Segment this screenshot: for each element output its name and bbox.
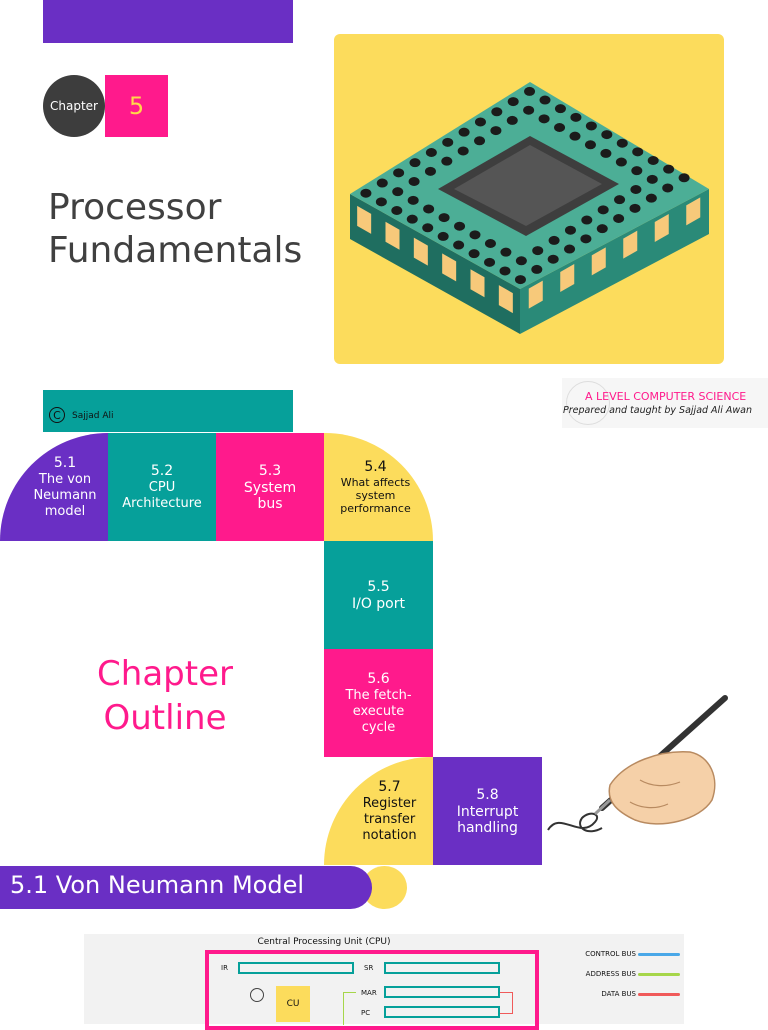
bus-label-data: DATA BUS <box>601 990 636 998</box>
register-label-ir: IR <box>221 964 228 972</box>
outline-item-line: handling <box>457 819 518 836</box>
outline-item-line: notation <box>362 827 417 843</box>
outline-item-5-4[interactable]: 5.4 What affects system performance <box>324 433 433 541</box>
register-ir <box>238 962 354 974</box>
outline-item-5-7[interactable]: 5.7 Register transfer notation <box>324 757 433 865</box>
bus-line-data <box>638 993 680 996</box>
outline-item-number: 5.3 <box>258 462 282 479</box>
logo-ring-icon <box>566 381 610 425</box>
register-label-mar: MAR <box>361 989 377 997</box>
copyright-text: Sajjad Ali <box>72 411 114 421</box>
processor-chip-icon <box>350 82 709 334</box>
outline-item-number: 5.5 <box>367 578 390 595</box>
outline-item-line: The von <box>38 471 92 487</box>
chapter-title: Processor Fundamentals <box>48 186 302 272</box>
outline-item-5-6[interactable]: 5.6 The fetch- execute cycle <box>324 649 433 757</box>
outline-item-number: 5.2 <box>150 462 174 479</box>
clock-icon <box>250 988 264 1002</box>
register-label-pc: PC <box>361 1009 371 1017</box>
outline-item-number: 5.8 <box>476 786 499 803</box>
outline-item-number: 5.4 <box>364 459 387 475</box>
bus-line-control <box>638 953 680 956</box>
outline-item-line: model <box>44 503 86 519</box>
top-accent-bar <box>43 0 293 43</box>
copyright-icon: C <box>49 407 65 423</box>
bus-line-address <box>638 973 680 976</box>
outline-item-line: Neumann <box>33 487 97 503</box>
outline-item-line: Architecture <box>122 495 202 511</box>
mar-pc-connector <box>500 992 513 1014</box>
register-pc <box>384 1006 500 1018</box>
outline-item-5-1[interactable]: 5.1 The von Neumann model <box>0 433 108 541</box>
outline-item-line: system <box>355 489 396 502</box>
outline-item-line: Register <box>362 795 417 811</box>
outline-item-line: bus <box>257 495 283 512</box>
bus-label-address: ADDRESS BUS <box>585 970 636 978</box>
outline-item-5-5[interactable]: 5.5 I/O port <box>324 541 433 649</box>
outline-heading-line2: Outline <box>103 698 227 738</box>
chapter-label-badge: Chapter <box>43 75 105 137</box>
outline-heading-line1: Chapter <box>97 654 233 694</box>
outline-item-line: performance <box>340 502 411 515</box>
outline-item-line: I/O port <box>351 595 405 612</box>
address-connector <box>343 992 356 1025</box>
outline-item-line: Interrupt <box>456 803 519 820</box>
outline-item-line: System <box>243 479 297 496</box>
outline-item-number: 5.6 <box>367 670 390 687</box>
outline-item-5-3[interactable]: 5.3 System bus <box>216 433 324 541</box>
register-label-sr: SR <box>364 964 374 972</box>
outline-item-number: 5.1 <box>53 454 77 471</box>
outline-item-line: execute <box>352 703 405 719</box>
register-sr <box>384 962 500 974</box>
section-title: 5.1 Von Neumann Model <box>10 871 304 899</box>
outline-item-number: 5.7 <box>378 778 401 795</box>
chapter-title-line1: Processor <box>48 187 222 228</box>
outline-heading: Chapter Outline <box>60 652 270 740</box>
chapter-number-badge: 5 <box>105 75 168 137</box>
outline-item-line: cycle <box>361 719 396 735</box>
processor-illustration-panel <box>334 34 724 364</box>
logo-title: A LEVEL COMPUTER SCIENCE <box>585 390 747 403</box>
hand-writing-pen-icon <box>547 695 728 833</box>
outline-item-line: transfer <box>363 811 416 827</box>
chapter-title-line2: Fundamentals <box>48 230 303 271</box>
copyright-bar <box>43 390 293 432</box>
outline-item-line: CPU <box>148 479 176 495</box>
control-unit: CU <box>276 986 310 1022</box>
outline-item-line: What affects <box>340 476 411 489</box>
section-title-bar <box>0 866 372 909</box>
logo-subtitle: Prepared and taught by Sajjad Ali Awan <box>563 405 752 416</box>
outline-item-line: The fetch- <box>345 687 412 703</box>
outline-item-5-8[interactable]: 5.8 Interrupt handling <box>433 757 542 865</box>
register-mar <box>384 986 500 998</box>
bus-label-control: CONTROL BUS <box>585 950 636 958</box>
outline-item-5-2[interactable]: 5.2 CPU Architecture <box>108 433 216 541</box>
cpu-diagram-title: Central Processing Unit (CPU) <box>257 937 391 947</box>
